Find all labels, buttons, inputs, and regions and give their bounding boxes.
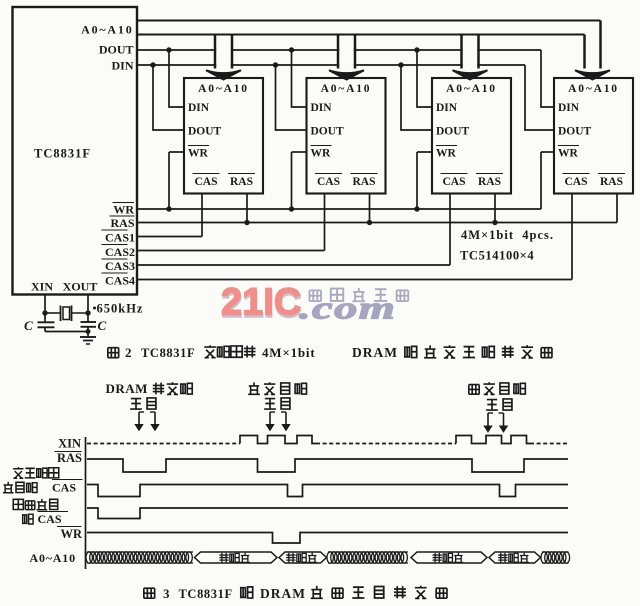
svg-text:DRAM: DRAM xyxy=(352,345,398,360)
svg-text:A0~A10: A0~A10 xyxy=(446,83,497,95)
svg-text:A0~A10: A0~A10 xyxy=(81,23,133,37)
svg-text:RAS: RAS xyxy=(352,176,375,188)
svg-text:XIN: XIN xyxy=(31,280,53,294)
svg-text:TC8831F: TC8831F xyxy=(179,587,233,601)
svg-text:A0~A10: A0~A10 xyxy=(568,83,619,95)
svg-text:TC8831F: TC8831F xyxy=(141,346,195,360)
svg-text:WR: WR xyxy=(113,203,134,217)
svg-text:RAS: RAS xyxy=(600,176,623,188)
svg-text:DIN: DIN xyxy=(111,59,133,73)
svg-text:3: 3 xyxy=(163,586,170,601)
svg-text:DOUT: DOUT xyxy=(99,43,134,57)
svg-text:WR: WR xyxy=(60,527,83,541)
svg-text:CAS: CAS xyxy=(52,481,76,495)
svg-text:21IC: 21IC xyxy=(222,284,302,326)
svg-text:DOUT: DOUT xyxy=(311,126,345,138)
svg-text:CAS: CAS xyxy=(442,176,465,188)
svg-text:DOUT: DOUT xyxy=(188,126,222,138)
svg-text:4M×1bit: 4M×1bit xyxy=(262,345,315,360)
svg-text:RAS: RAS xyxy=(57,451,82,465)
svg-text:CAS1: CAS1 xyxy=(105,231,135,245)
svg-text:XIN: XIN xyxy=(58,437,81,451)
svg-text:CAS: CAS xyxy=(194,176,217,188)
svg-text:A0~A10: A0~A10 xyxy=(321,83,372,95)
svg-text:21IC: 21IC xyxy=(221,282,301,324)
svg-text:XOUT: XOUT xyxy=(63,280,98,294)
svg-text:DIN: DIN xyxy=(311,102,333,114)
svg-text:4M×1bit 4pcs.: 4M×1bit 4pcs. xyxy=(461,228,554,242)
svg-text:DOUT: DOUT xyxy=(558,126,592,138)
svg-text:DRAM: DRAM xyxy=(106,381,148,396)
svg-text:RAS: RAS xyxy=(230,176,253,188)
svg-text:A0~A10: A0~A10 xyxy=(198,83,249,95)
svg-text:RAS: RAS xyxy=(110,216,134,230)
svg-text:C: C xyxy=(98,318,107,333)
svg-text:A0~A10: A0~A10 xyxy=(30,551,76,565)
svg-text:TC8831F: TC8831F xyxy=(34,147,91,161)
svg-text:DIN: DIN xyxy=(558,102,580,114)
svg-text:CAS2: CAS2 xyxy=(105,245,135,259)
svg-text:DIN: DIN xyxy=(436,102,458,114)
svg-text:C: C xyxy=(24,318,33,333)
svg-text:TC514100×4: TC514100×4 xyxy=(460,249,534,263)
svg-text:WR: WR xyxy=(311,148,332,160)
svg-text:CAS: CAS xyxy=(317,176,340,188)
svg-text:2: 2 xyxy=(125,345,132,360)
svg-text:CAS: CAS xyxy=(564,176,587,188)
svg-text:WR: WR xyxy=(558,148,579,160)
svg-text:CAS4: CAS4 xyxy=(105,274,135,288)
svg-text:DIN: DIN xyxy=(188,102,210,114)
svg-text:DOUT: DOUT xyxy=(436,126,470,138)
svg-text:CAS: CAS xyxy=(38,512,62,526)
svg-text:650kHz: 650kHz xyxy=(97,302,144,316)
svg-text:WR: WR xyxy=(436,148,457,160)
svg-text:CAS3: CAS3 xyxy=(105,259,135,273)
svg-text:WR: WR xyxy=(188,148,209,160)
svg-text:DRAM: DRAM xyxy=(260,586,306,601)
svg-text:RAS: RAS xyxy=(478,176,501,188)
